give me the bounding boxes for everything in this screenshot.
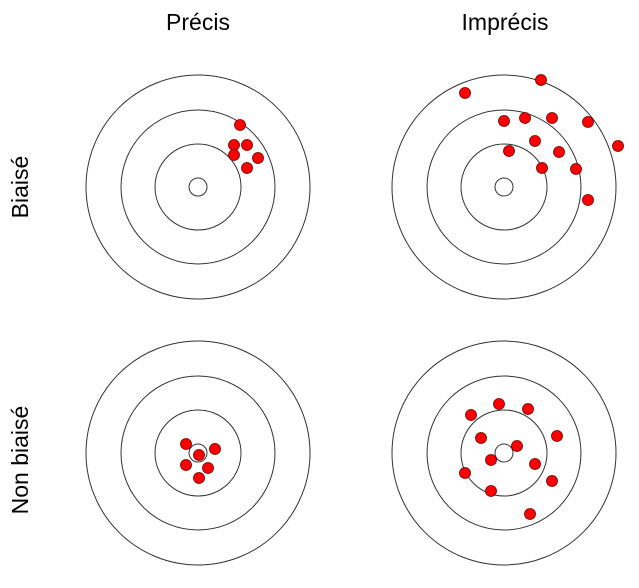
hit-dot <box>524 508 536 520</box>
hit-dot <box>180 459 192 471</box>
column-label-precise: Précis <box>166 9 230 35</box>
hit-dot <box>582 116 594 128</box>
hit-dot <box>193 449 205 461</box>
bullseye <box>188 177 208 197</box>
hit-dot <box>475 432 487 444</box>
hit-dot <box>465 409 477 421</box>
target-unbiased-imprecise <box>391 340 617 566</box>
hit-dot <box>503 145 515 157</box>
hit-dot <box>546 475 558 487</box>
target-unbiased-precise <box>85 340 311 566</box>
hit-dot <box>459 467 471 479</box>
hit-dot <box>519 112 531 124</box>
hit-dot <box>485 485 497 497</box>
hit-dot <box>459 87 471 99</box>
row-label-biased: Biaisé <box>7 156 33 219</box>
hit-dot <box>570 163 582 175</box>
hit-dot <box>511 440 523 452</box>
row-label-unbiased: Non biaisé <box>7 406 33 515</box>
hit-dot <box>582 194 594 206</box>
hit-dot <box>228 139 240 151</box>
hit-dot <box>529 135 541 147</box>
hit-dot <box>498 115 510 127</box>
bullseye <box>494 177 514 197</box>
hit-dot <box>493 398 505 410</box>
target-biased-precise <box>85 74 311 300</box>
hit-dot <box>535 74 547 86</box>
column-label-imprecise: Imprécis <box>462 9 549 35</box>
hit-dot <box>536 162 548 174</box>
hit-dot <box>553 146 565 158</box>
hit-dot <box>180 438 192 450</box>
hit-dot <box>241 139 253 151</box>
hit-dot <box>551 430 563 442</box>
hit-dot <box>529 458 541 470</box>
hit-dot <box>546 112 558 124</box>
hit-dot <box>485 454 497 466</box>
bullseye <box>494 443 514 463</box>
target-biased-imprecise <box>391 74 624 300</box>
hit-dot <box>193 472 205 484</box>
hit-dot <box>612 140 624 152</box>
hit-dot <box>522 403 534 415</box>
hit-dot <box>228 149 240 161</box>
hit-dot <box>202 462 214 474</box>
hit-dot <box>234 119 246 131</box>
hit-dot <box>252 152 264 164</box>
hit-dot <box>241 162 253 174</box>
hit-dot <box>209 443 221 455</box>
